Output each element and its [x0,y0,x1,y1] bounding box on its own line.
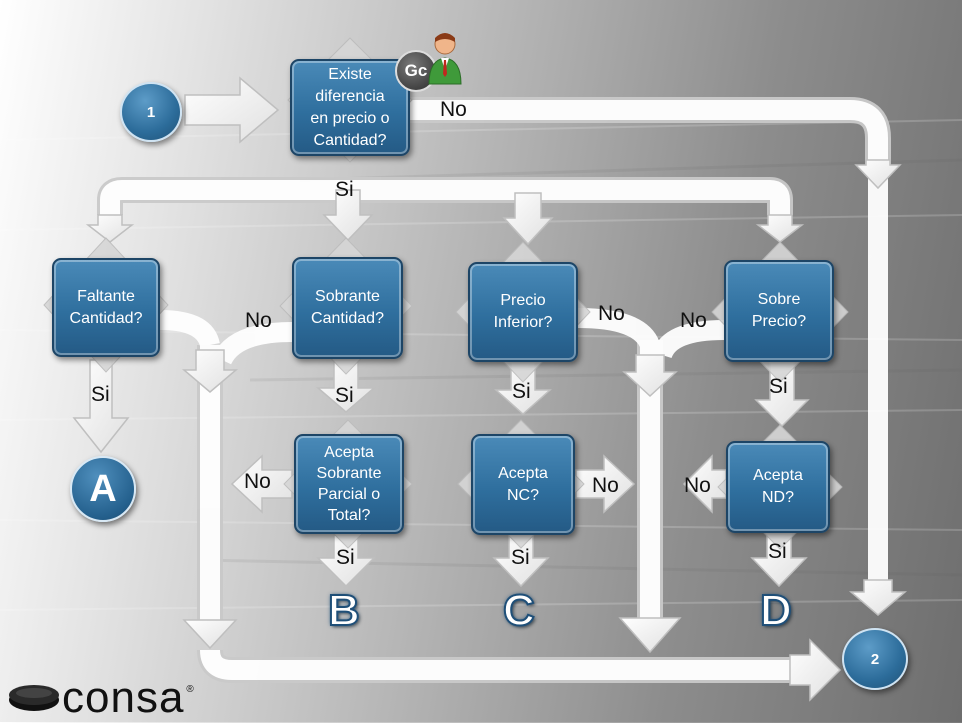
label-no-acepta-nd: No [684,474,711,497]
logo-disc-icon [9,685,59,711]
label-no-existe: No [440,98,467,121]
decision-precio-inferior: Precio Inferior? [468,262,578,362]
decision-sobre-precio: Sobre Precio? [724,260,834,362]
outcome-d: D [759,585,793,636]
decision-acepta-nc: Acepta NC? [471,434,575,535]
label-si-acepta-nd: Si [768,540,787,563]
label-no-acepta-nc: No [592,474,619,497]
consa-logo: consa ® [8,673,194,722]
decision-acepta-nd: Acepta ND? [726,441,830,533]
outcome-b: B [327,585,361,636]
label-si-acepta-nc: Si [511,546,530,569]
label-no-sobrante: No [245,309,272,332]
registered-mark: ® [186,684,194,695]
logo-text: consa [62,673,185,722]
outcome-a: A [70,456,136,522]
decision-existe-diferencia: Existe diferencia en precio o Cantidad? [290,59,410,156]
user-icon [428,33,462,85]
label-si-faltante: Si [91,383,110,406]
decision-sobrante-cantidad: Sobrante Cantidad? [292,257,403,359]
end-node: 2 [842,628,908,690]
label-no-acepta-sobrante: No [244,470,271,493]
label-si-sobrante: Si [335,384,354,407]
label-no-sobre-precio: No [680,309,707,332]
start-node: 1 [120,82,182,142]
outcome-c: C [502,585,536,636]
label-si-sobre-precio: Si [769,375,788,398]
label-no-precio-inferior: No [598,302,625,325]
decision-acepta-sobrante: Acepta Sobrante Parcial o Total? [294,434,404,534]
label-si-acepta-sobrante: Si [336,546,355,569]
label-si-precio-inferior: Si [512,380,531,403]
decision-faltante-cantidad: Faltante Cantidad? [52,258,160,357]
label-si-existe: Si [335,178,354,201]
